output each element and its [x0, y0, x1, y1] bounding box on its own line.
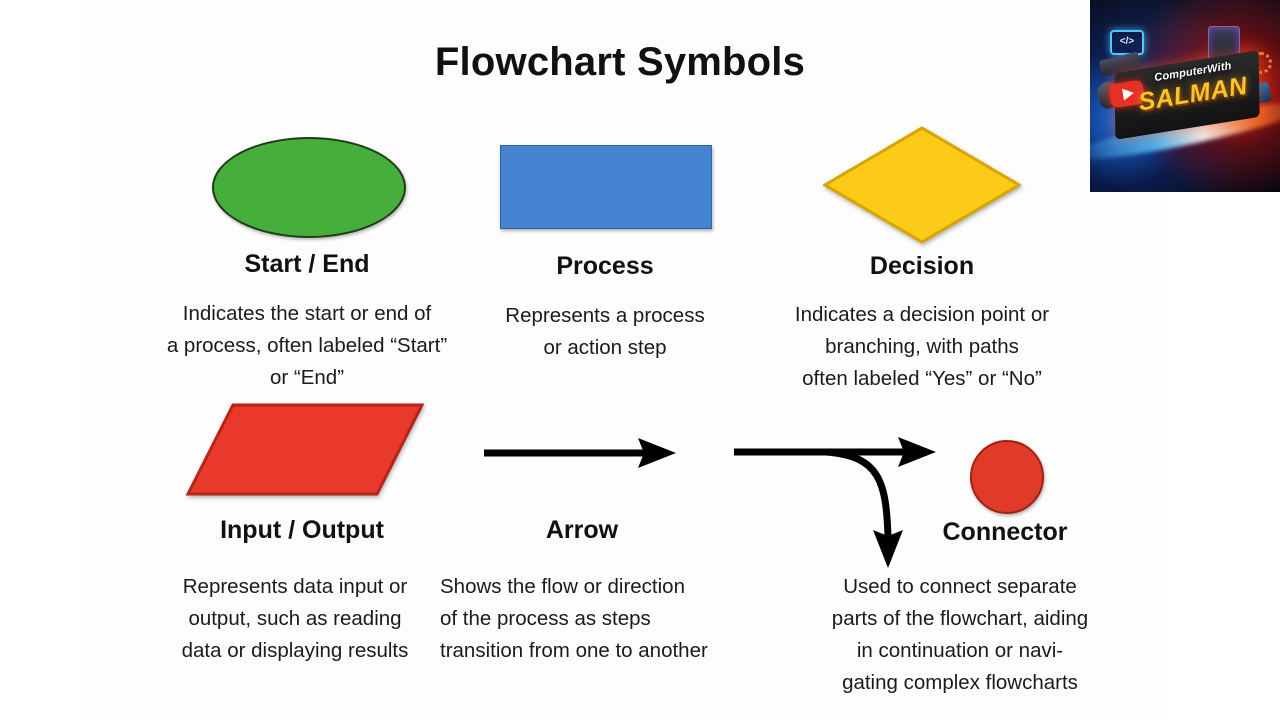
description-line: parts of the flowchart, aiding — [831, 606, 1089, 630]
symbol-title-input-output: Input / Output — [220, 516, 384, 544]
symbol-description-connector: Used to connect separate parts of the fl… — [800, 571, 1120, 699]
symbol-description-arrow: Shows the flow or direction of the proce… — [440, 571, 780, 667]
ellipse-shape-start-end — [212, 137, 406, 238]
description-line: in continuation or navi- — [856, 638, 1064, 662]
symbol-description-process: Represents a process or action step — [440, 300, 770, 364]
parallelogram-svg — [185, 403, 425, 496]
page-title: Flowchart Symbols — [434, 40, 806, 84]
code-brackets-icon: </> — [1110, 30, 1144, 55]
description-line: Used to connect separate — [843, 575, 1077, 598]
description-line: or “End” — [269, 365, 345, 389]
arrow-icon — [484, 438, 676, 468]
rectangle-shape-process — [500, 145, 712, 229]
description-line: or action step — [543, 335, 667, 359]
diamond-svg — [822, 126, 1022, 244]
diamond-shape-decision — [822, 126, 1022, 244]
description-line: a process, often labeled “Start” — [166, 333, 448, 357]
symbol-title-connector: Connector — [942, 518, 1068, 546]
description-line: Represents a process — [505, 304, 705, 327]
symbol-title-decision: Decision — [869, 252, 975, 280]
symbol-description-input-output: Represents data input or output, such as… — [130, 571, 460, 667]
description-line: output, such as reading — [188, 606, 402, 630]
circle-shape-connector — [970, 440, 1044, 514]
description-line: often labeled “Yes” or “No” — [802, 366, 1042, 390]
slide-background — [82, 0, 1167, 720]
parallelogram-shape-input-output — [185, 402, 425, 498]
arrow-shape — [480, 430, 690, 480]
description-line: transition from one to another — [440, 638, 708, 662]
symbol-title-arrow: Arrow — [545, 516, 619, 544]
symbol-title-process: Process — [556, 252, 654, 280]
description-line: Indicates a decision point or — [794, 303, 1050, 326]
channel-logo-watermark: </> ComputerWith SALMAN — [1090, 0, 1280, 192]
symbol-title-start-end: Start / End — [244, 250, 370, 278]
description-line: Indicates the start or end of — [182, 302, 432, 325]
description-line: of the process as steps — [440, 606, 651, 630]
symbol-description-start-end: Indicates the start or end of a process,… — [132, 298, 482, 394]
description-line: Shows the flow or direction — [440, 575, 685, 598]
description-line: branching, with paths — [825, 334, 1019, 358]
branching-arrow-shape — [730, 430, 945, 580]
symbol-description-decision: Indicates a decision point or branching,… — [762, 299, 1082, 395]
branching-arrow-icon — [734, 437, 936, 568]
description-line: data or displaying results — [181, 638, 409, 662]
description-line: Represents data input or — [182, 575, 408, 598]
description-line: gating complex flowcharts — [842, 670, 1078, 694]
